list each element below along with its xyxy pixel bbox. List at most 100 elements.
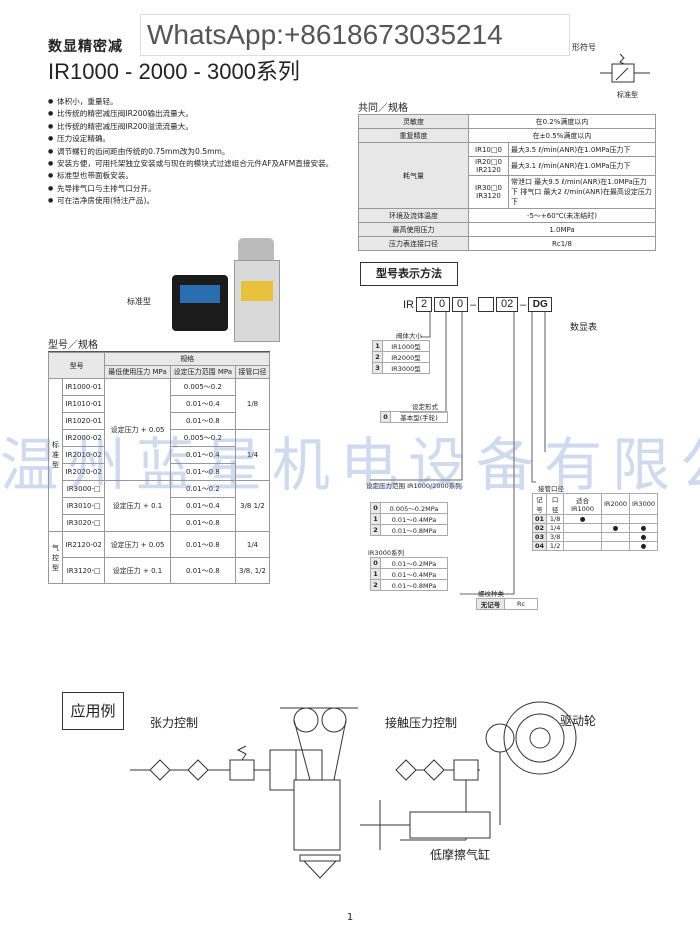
contact-label: 接触压力控制 (385, 716, 458, 730)
col-model: 型号 (47, 352, 106, 379)
opt-key: 无记号 (476, 598, 505, 610)
thread-label: 螺纹种类 (478, 590, 504, 598)
range-cell: 0.005～0.2 (169, 378, 237, 396)
col-spec: 规格 (104, 352, 270, 366)
spec-label: 环境及流体温度 (358, 208, 469, 223)
port-cell: 1/4 (235, 429, 270, 481)
port-size: 1/4 (546, 523, 565, 533)
spec-label: 耗气量 (358, 142, 469, 209)
port-mark (601, 532, 630, 542)
tension-label: 张力控制 (150, 716, 199, 730)
model-cell: IR2120-02 (61, 531, 106, 558)
port-size: 1/8 (546, 514, 565, 524)
application-diagrams (130, 701, 577, 879)
port-mark: ● (629, 523, 658, 533)
dg-label: 数显表 (570, 323, 598, 333)
model-cell: IR1010-01 (61, 395, 106, 413)
product-label: 标准型 (127, 297, 151, 306)
feature-item: 比传统的精密减压阀IR200溢流流量大。 (48, 121, 348, 134)
spec-label: 重复精度 (358, 128, 469, 143)
port-cell: 3/8, 1/2 (235, 557, 270, 584)
opt-value: IR1000型 (382, 340, 430, 352)
spec-value: -5～+60℃(未冻结时) (468, 208, 656, 223)
model-code-heading: 型号表示方法 (360, 262, 458, 286)
range-cell: 0.01～0.8 (169, 514, 237, 532)
opt-value: IR3000型 (382, 362, 430, 374)
col-min: 最低使用压力 MPa (104, 365, 171, 379)
model-cell: IR1000-01 (61, 378, 106, 396)
page-number: 1 (346, 912, 354, 923)
model-code-string: IR 2 0 0 – 02 – DG (403, 297, 553, 312)
series-title: IR1000 - 2000 - 3000系列 (48, 59, 300, 84)
range-cell: 0.01～0.4 (169, 395, 237, 413)
port-mark: ● (601, 523, 630, 533)
port-mark (601, 541, 630, 551)
min-cell: 设定压力 + 0.1 (104, 557, 171, 584)
port-cell: 1/4 (235, 531, 270, 558)
spec-label: 压力表连接口径 (358, 236, 469, 251)
opt-value: 0.01～0.4MPa (380, 568, 448, 580)
port-mark (563, 532, 603, 542)
symbol-label: 形符号 (572, 43, 596, 52)
spec-value: 最大3.1 ℓ/min(ANR)在1.0MPa压力下 (508, 156, 656, 176)
regulator-knob-image (238, 238, 274, 260)
port-header: 口径 (546, 493, 565, 515)
common-spec-table: 灵敏度在0.2%满度以内 重复精度在±0.5%满度以内 耗气量 IR10□0 最… (358, 114, 656, 251)
spec-label: 最高使用压力 (358, 222, 469, 237)
range3-label: IR3000系列 (368, 549, 404, 557)
opt-key: 1 (370, 513, 381, 525)
range-cell: 0.01～0.8 (169, 557, 237, 584)
port-mark (629, 514, 658, 524)
code-prefix: IR (403, 298, 414, 311)
opt-value: 0.01～0.4MPa (380, 513, 448, 525)
range-cell: 0.01～0.8 (169, 531, 237, 558)
spec-label: 灵敏度 (358, 114, 469, 129)
port-cell: 3/8 1/2 (235, 480, 270, 532)
range12-label: 设定压力范围 IR1000/2000系列 (366, 482, 462, 490)
port-mark (563, 541, 603, 551)
port-mark: ● (629, 532, 658, 542)
opt-key: 0 (370, 557, 381, 569)
port-size: 3/8 (546, 532, 565, 542)
drive-wheel-label: 驱动轮 (560, 714, 597, 728)
opt-value: IR2000型 (382, 351, 430, 363)
symbol-caption: 标准型 (617, 91, 638, 99)
code-digit: 2 (416, 297, 432, 312)
cylinder-label: 低摩擦气缸 (430, 848, 491, 862)
model-spec-heading: 型号／规格 (48, 336, 270, 352)
opt-key: 2 (370, 579, 381, 591)
port-mark: ● (563, 514, 603, 524)
code-port: 02 (496, 297, 519, 312)
model-cell: IR3120-□ (61, 557, 106, 584)
setting-label: 设定形式 (412, 403, 438, 411)
col-port: 接管口径 (235, 365, 270, 379)
feature-item: 比传统的精密减压阀IR200输出流量大。 (48, 108, 348, 121)
group-relief: 气控型 (48, 531, 63, 584)
spec-model: IR20□0 IR2120 (468, 156, 509, 176)
spec-value: 1.0MPa (468, 222, 656, 237)
portsize-label: 接管口径 (538, 485, 564, 493)
port-key: 04 (531, 541, 548, 551)
body-size-label: 阀体大小 (396, 332, 422, 340)
feature-item: 安装方便，可用托架独立安装或与现在的模块式过滤组合元件AF及AFM直接安装。 (48, 158, 348, 171)
port-size: 1/2 (546, 541, 565, 551)
spec-value: 最大3.5 ℓ/min(ANR)在1.0MPa压力下 (508, 142, 656, 157)
code-digit: 0 (452, 297, 468, 312)
code-blank (478, 297, 495, 312)
regulator-symbol-icon (600, 53, 650, 83)
common-spec-heading: 共同／规格 (358, 99, 656, 115)
col-range: 设定压力范围 MPa (169, 365, 237, 379)
feature-item: 标准型也带面板安装。 (48, 170, 348, 183)
opt-key: 2 (370, 524, 381, 536)
port-key: 02 (531, 523, 548, 533)
spec-model: IR10□0 (468, 142, 509, 157)
spec-value: 在0.2%满度以内 (468, 114, 656, 129)
model-cell: IR3020-□ (61, 514, 106, 532)
